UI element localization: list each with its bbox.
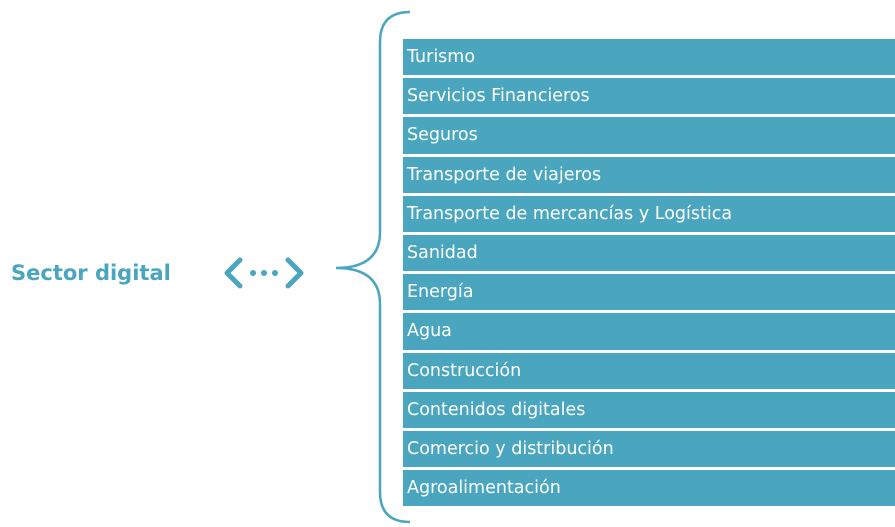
curly-brace: [335, 10, 410, 524]
list-item: Contenidos digitales: [403, 391, 895, 428]
list-item: Turismo: [403, 39, 895, 76]
list-item: Comercio y distribución: [403, 430, 895, 468]
list-item: Servicios Financieros: [403, 78, 895, 115]
list-item: Energía: [403, 274, 895, 311]
list-item: Agua: [403, 313, 895, 350]
list-item: Transporte de viajeros: [403, 156, 895, 193]
list-item: Agroalimentación: [403, 470, 895, 507]
sector-list: Turismo Servicios Financieros Seguros Tr…: [403, 39, 895, 509]
list-item: Transporte de mercancías y Logística: [403, 195, 895, 232]
list-item: Seguros: [403, 117, 895, 154]
sector-digital-label: Sector digital: [11, 261, 171, 285]
bidirectional-chevron-dots-icon: [224, 257, 304, 289]
list-item: Construcción: [403, 352, 895, 389]
list-item: Sanidad: [403, 234, 895, 272]
